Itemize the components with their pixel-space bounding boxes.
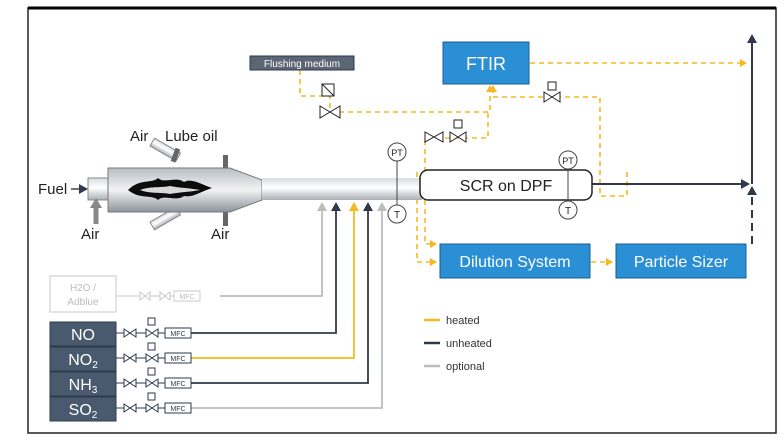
mfc-label-so2: MFC	[170, 406, 185, 413]
particle-sizer-box	[615, 243, 747, 279]
ftir-label: FTIR	[466, 54, 506, 74]
flushing-medium-box	[249, 55, 355, 71]
scr-on-dpf-label: SCR on DPF	[460, 178, 553, 195]
upstream-valve-2-icon	[449, 131, 467, 143]
legend-heated: heated	[446, 315, 480, 327]
mfc-label-no2: MFC	[170, 356, 185, 363]
ftir-box	[442, 41, 530, 85]
gas-box-nh3	[49, 371, 117, 397]
air-bottom-left-label: Air	[81, 226, 99, 243]
sampling-lines	[299, 59, 747, 266]
air-bottom-right-label: Air	[211, 226, 229, 243]
gas-label-so2: SO2	[69, 402, 98, 421]
sensors	[387, 142, 578, 224]
t-sensor-label: T	[394, 210, 400, 221]
mfc-label-nh3: MFC	[170, 381, 185, 388]
air-top-label: Air	[130, 128, 148, 145]
pt-sensor-2-label: PT	[562, 156, 574, 166]
gas-label-no2: NO2	[68, 352, 98, 371]
gas-box-so2	[49, 396, 117, 422]
gas-box-no	[49, 321, 117, 347]
gas-controllers	[116, 317, 192, 414]
h2o-adblue-box	[49, 275, 117, 313]
lube-oil-label: Lube oil	[165, 128, 218, 145]
dilution-system-box	[439, 243, 591, 279]
h2o-mfc-label: MFC	[179, 294, 194, 301]
valves	[319, 81, 561, 143]
gas-box-no2	[49, 346, 117, 372]
flush-valve-icon	[319, 105, 341, 119]
mfc-label-no: MFC	[170, 331, 185, 338]
h2o-label-line2: Adblue	[67, 297, 99, 308]
dilution-system-label: Dilution System	[459, 254, 570, 271]
gas-label-nh3: NH3	[69, 377, 98, 396]
legend-unheated: unheated	[446, 338, 492, 350]
h2o-valves	[139, 290, 201, 302]
flushing-medium-label: Flushing medium	[264, 59, 340, 70]
scr-on-dpf-box	[419, 169, 593, 201]
engine	[87, 137, 422, 231]
particle-sizer-label: Particle Sizer	[634, 254, 729, 271]
h2o-label-line1: H2O /	[70, 283, 96, 294]
exhaust-lines	[592, 34, 757, 244]
fuel-label: Fuel	[38, 181, 67, 198]
gas-label-no: NO	[71, 327, 95, 344]
t-sensor-2-label: T	[565, 206, 571, 217]
gas-feed-lines	[190, 202, 387, 409]
pt-sensor-label: PT	[391, 148, 403, 158]
legend	[424, 318, 440, 368]
legend-optional: optional	[446, 361, 485, 373]
ftir-valve-icon	[543, 91, 561, 103]
upstream-valve-icon	[424, 131, 444, 143]
gas-bottles	[49, 321, 117, 422]
